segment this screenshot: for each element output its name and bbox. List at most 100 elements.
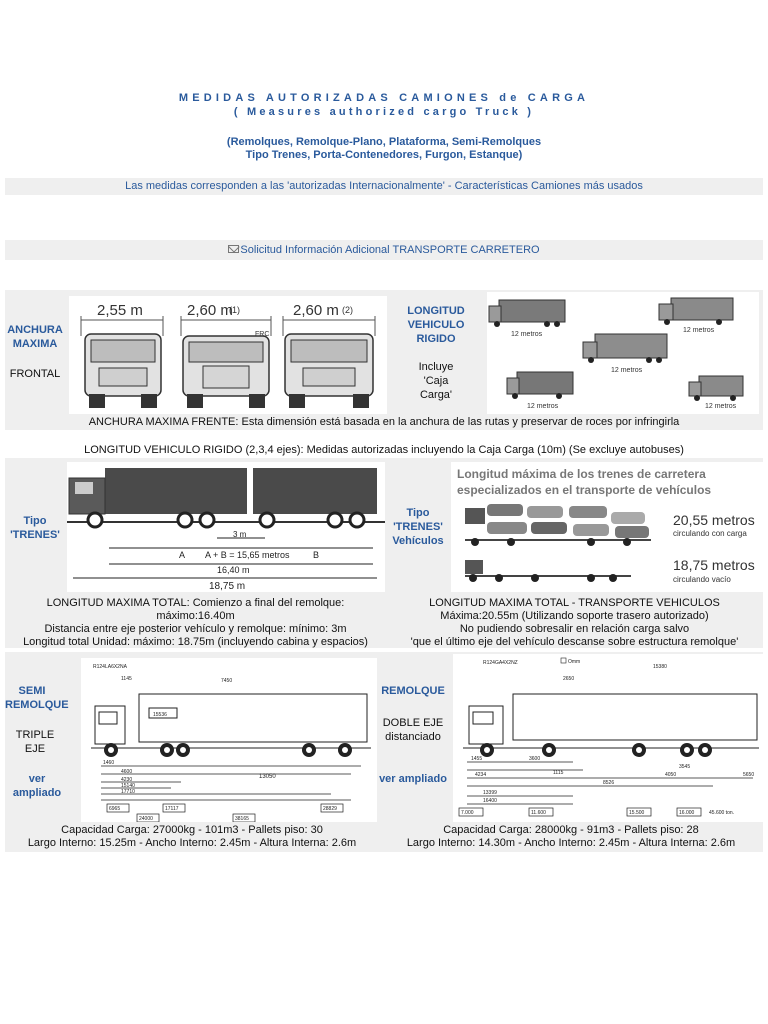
road-train-truck — [67, 468, 385, 529]
trailer-caption: Capacidad Carga: 28000kg - 91m3 - Pallet… — [379, 824, 763, 850]
carrier-caption-line2: Máxima:20.55m (Utilizando soporte traser… — [440, 610, 709, 622]
truck-front-2: FRC — [182, 331, 270, 408]
carrier-headline-2: especializados en el transporte de vehíc… — [457, 483, 711, 497]
vehicle-trains-line3: Vehículos — [392, 535, 444, 547]
trailer-label: REMOLQUE — [381, 685, 445, 697]
semi-dim-15140: 15140 — [121, 783, 135, 789]
car-carrier-figure: Longitud máxima de los trenes de carrete… — [451, 462, 763, 592]
trailer-dim-1455: 1455 — [471, 756, 482, 762]
rigid-truck-1-label: 12 metros — [511, 331, 543, 338]
frc-label: FRC — [255, 331, 269, 338]
empty-note: circulando vacío — [673, 575, 731, 584]
trailer-caption-line2: Largo Interno: 14.30m - Ancho Interno: 2… — [406, 837, 736, 849]
empty-length: 18,75 metros — [673, 557, 755, 573]
dim-1875: 18,75 m — [209, 581, 245, 592]
rigid-truck-3-label: 12 metros — [611, 367, 643, 374]
rigid-truck-4-label: 12 metros — [527, 403, 559, 410]
semi-dim-1460: 1460 — [103, 760, 114, 766]
trailer-weight-total: 45.600 ton. — [709, 810, 734, 816]
double-axle-line1: DOBLE EJE — [382, 717, 444, 729]
trains-caption-line2: máximo:16.40m — [156, 610, 235, 622]
request-info-link[interactable]: Solicitud Información Adicional TRANSPOR… — [240, 244, 540, 256]
trailer-dim-2650: 2650 — [563, 676, 574, 682]
semi-caption-line2: Largo Interno: 15.25m - Ancho Interno: 2… — [27, 837, 357, 849]
semi-trailer-figure: R124LA6X2NA 15536 1145 7450 13050 — [81, 658, 377, 823]
trailer-weight-15500: 15.500 — [629, 810, 645, 816]
dim-ab: A + B = 15,65 metros — [205, 550, 290, 560]
trailer-weight-16000: 16.000 — [679, 810, 695, 816]
road-train-figure: 3 m A A + B = 15,65 metros B 16,40 m 18,… — [67, 462, 385, 592]
trains-caption-line3: Distancia entre eje posterior vehículo y… — [44, 623, 347, 635]
carrier-caption: LONGITUD MAXIMA TOTAL - TRANSPORTE VEHIC… — [386, 597, 763, 649]
rigid-truck-3: 12 metros — [582, 333, 668, 374]
width-dim-2: 2,60 m — [187, 302, 233, 319]
semi-dim-38165: 38165 — [235, 816, 249, 822]
semi-caption: Capacidad Carga: 27000kg - 101m3 - Palle… — [5, 824, 379, 850]
truck-front-1 — [84, 333, 162, 408]
vehicle-types-line2: Tipo Trenes, Porta-Contenedores, Furgon,… — [245, 149, 523, 161]
rigid-label-line1: LONGITUD — [407, 305, 465, 317]
notice-band: Las medidas corresponden a las 'autoriza… — [5, 178, 763, 195]
trailer-figure: R124GA4X2NZ Omm 15380 2650 3600 1 — [453, 654, 763, 822]
semi-dim-28829: 28829 — [323, 806, 337, 812]
semi-dim-17710: 17710 — [121, 789, 135, 795]
semi-truck-drawing — [91, 693, 371, 749]
trains-caption-line4: Longitud total Unidad: máximo: 18.75m (i… — [23, 636, 368, 648]
trailer-dim-8526: 8526 — [603, 780, 614, 786]
trailer-dim-4234: 4234 — [475, 772, 486, 778]
carrier-caption-line1: LONGITUD MAXIMA TOTAL - TRANSPORTE VEHIC… — [429, 597, 720, 609]
front-width-figure: 2,55 m 2,60 m (1) 2,60 m (2) FRC — [69, 296, 387, 414]
trailer-dim-15380: 15380 — [653, 664, 667, 670]
trailer-model: R124GA4X2NZ — [483, 660, 518, 666]
rigid-truck-4: 12 metros — [506, 371, 574, 410]
request-info-band[interactable]: Solicitud Información Adicional TRANSPOR… — [5, 240, 763, 260]
double-axle-label: DOBLE EJE distanciado — [379, 716, 447, 744]
double-axle-line2: distanciado — [385, 731, 441, 743]
trailer-weight-7000: 7.000 — [461, 810, 474, 816]
trains-label: Tipo 'TRENES' — [5, 514, 65, 542]
semi-label-line1: SEMI — [18, 685, 46, 697]
rigid-truck-2: 12 metros — [658, 297, 734, 334]
trains-caption-line1: LONGITUD MAXIMA TOTAL: Comienzo a final … — [46, 597, 345, 609]
rigid-length-label: LONGITUD VEHICULO RIGIDO — [397, 304, 475, 346]
rigid-truck-5: 12 metros — [688, 375, 744, 410]
rigid-label-line2: VEHICULO — [407, 319, 465, 331]
rigid-truck-5-label: 12 metros — [705, 403, 737, 410]
trailer-view-enlarged-link[interactable]: ver ampliado — [379, 773, 447, 785]
dim-1640: 16,40 m — [217, 565, 250, 575]
carrier-headline-1: Longitud máxima de los trenes de carrete… — [457, 467, 706, 481]
empty-car-carrier — [465, 560, 631, 582]
semi-view-enlarged-link[interactable]: ver ampliado — [12, 773, 62, 799]
semi-dim-1145: 1145 — [121, 676, 132, 682]
vehicle-trains-label: Tipo 'TRENES' Vehículos — [389, 506, 447, 548]
semi-model: R124LA6X2NA — [93, 664, 128, 670]
trailer-caption-line1: Capacidad Carga: 28000kg - 91m3 - Pallet… — [443, 824, 699, 836]
envelope-icon — [228, 245, 240, 253]
frontal-label: FRONTAL — [9, 368, 61, 380]
loaded-note: circulando con carga — [673, 529, 747, 538]
trailer-model-note: Omm — [568, 659, 580, 665]
width-dim-3-note: (2) — [342, 305, 353, 315]
width-rigid-section: ANCHURA MAXIMA FRONTAL 2,55 m 2,60 m (1)… — [5, 290, 763, 430]
width-dim-1: 2,55 m — [97, 302, 143, 319]
semi-dim-13050: 13050 — [259, 774, 276, 780]
rigid-truck-2-label: 12 metros — [683, 327, 715, 334]
width-label-line1: ANCHURA — [7, 324, 63, 336]
page-subtitle: ( Measures authorized cargo Truck ) — [233, 106, 535, 118]
triple-axle-label: TRIPLE EJE — [15, 729, 55, 755]
trailer-dim-3545: 3545 — [679, 764, 690, 770]
semi-dim-24000: 24000 — [139, 816, 153, 822]
rigid-trucks-figure: 12 metros 12 metros 12 metros 12 metros — [487, 292, 759, 414]
loaded-car-carrier — [465, 504, 651, 546]
trailer-dim-1115: 1115 — [553, 770, 564, 776]
trailer-dim-3600: 3600 — [529, 756, 540, 762]
trains-label-line2: 'TRENES' — [10, 529, 60, 541]
loaded-length: 20,55 metros — [673, 512, 755, 528]
semi-dim-7450: 7450 — [221, 678, 232, 684]
semi-trailer-section: SEMI REMOLQUE TRIPLE EJE ver ampliado R1… — [5, 652, 763, 852]
semi-dim-17117: 17117 — [165, 806, 179, 812]
width-label-line2: MAXIMA — [12, 338, 58, 350]
semi-label: SEMI REMOLQUE — [5, 684, 69, 712]
width-label: ANCHURA MAXIMA — [5, 323, 65, 351]
page-title: MEDIDAS AUTORIZADAS CAMIONES de CARGA — [178, 92, 590, 104]
